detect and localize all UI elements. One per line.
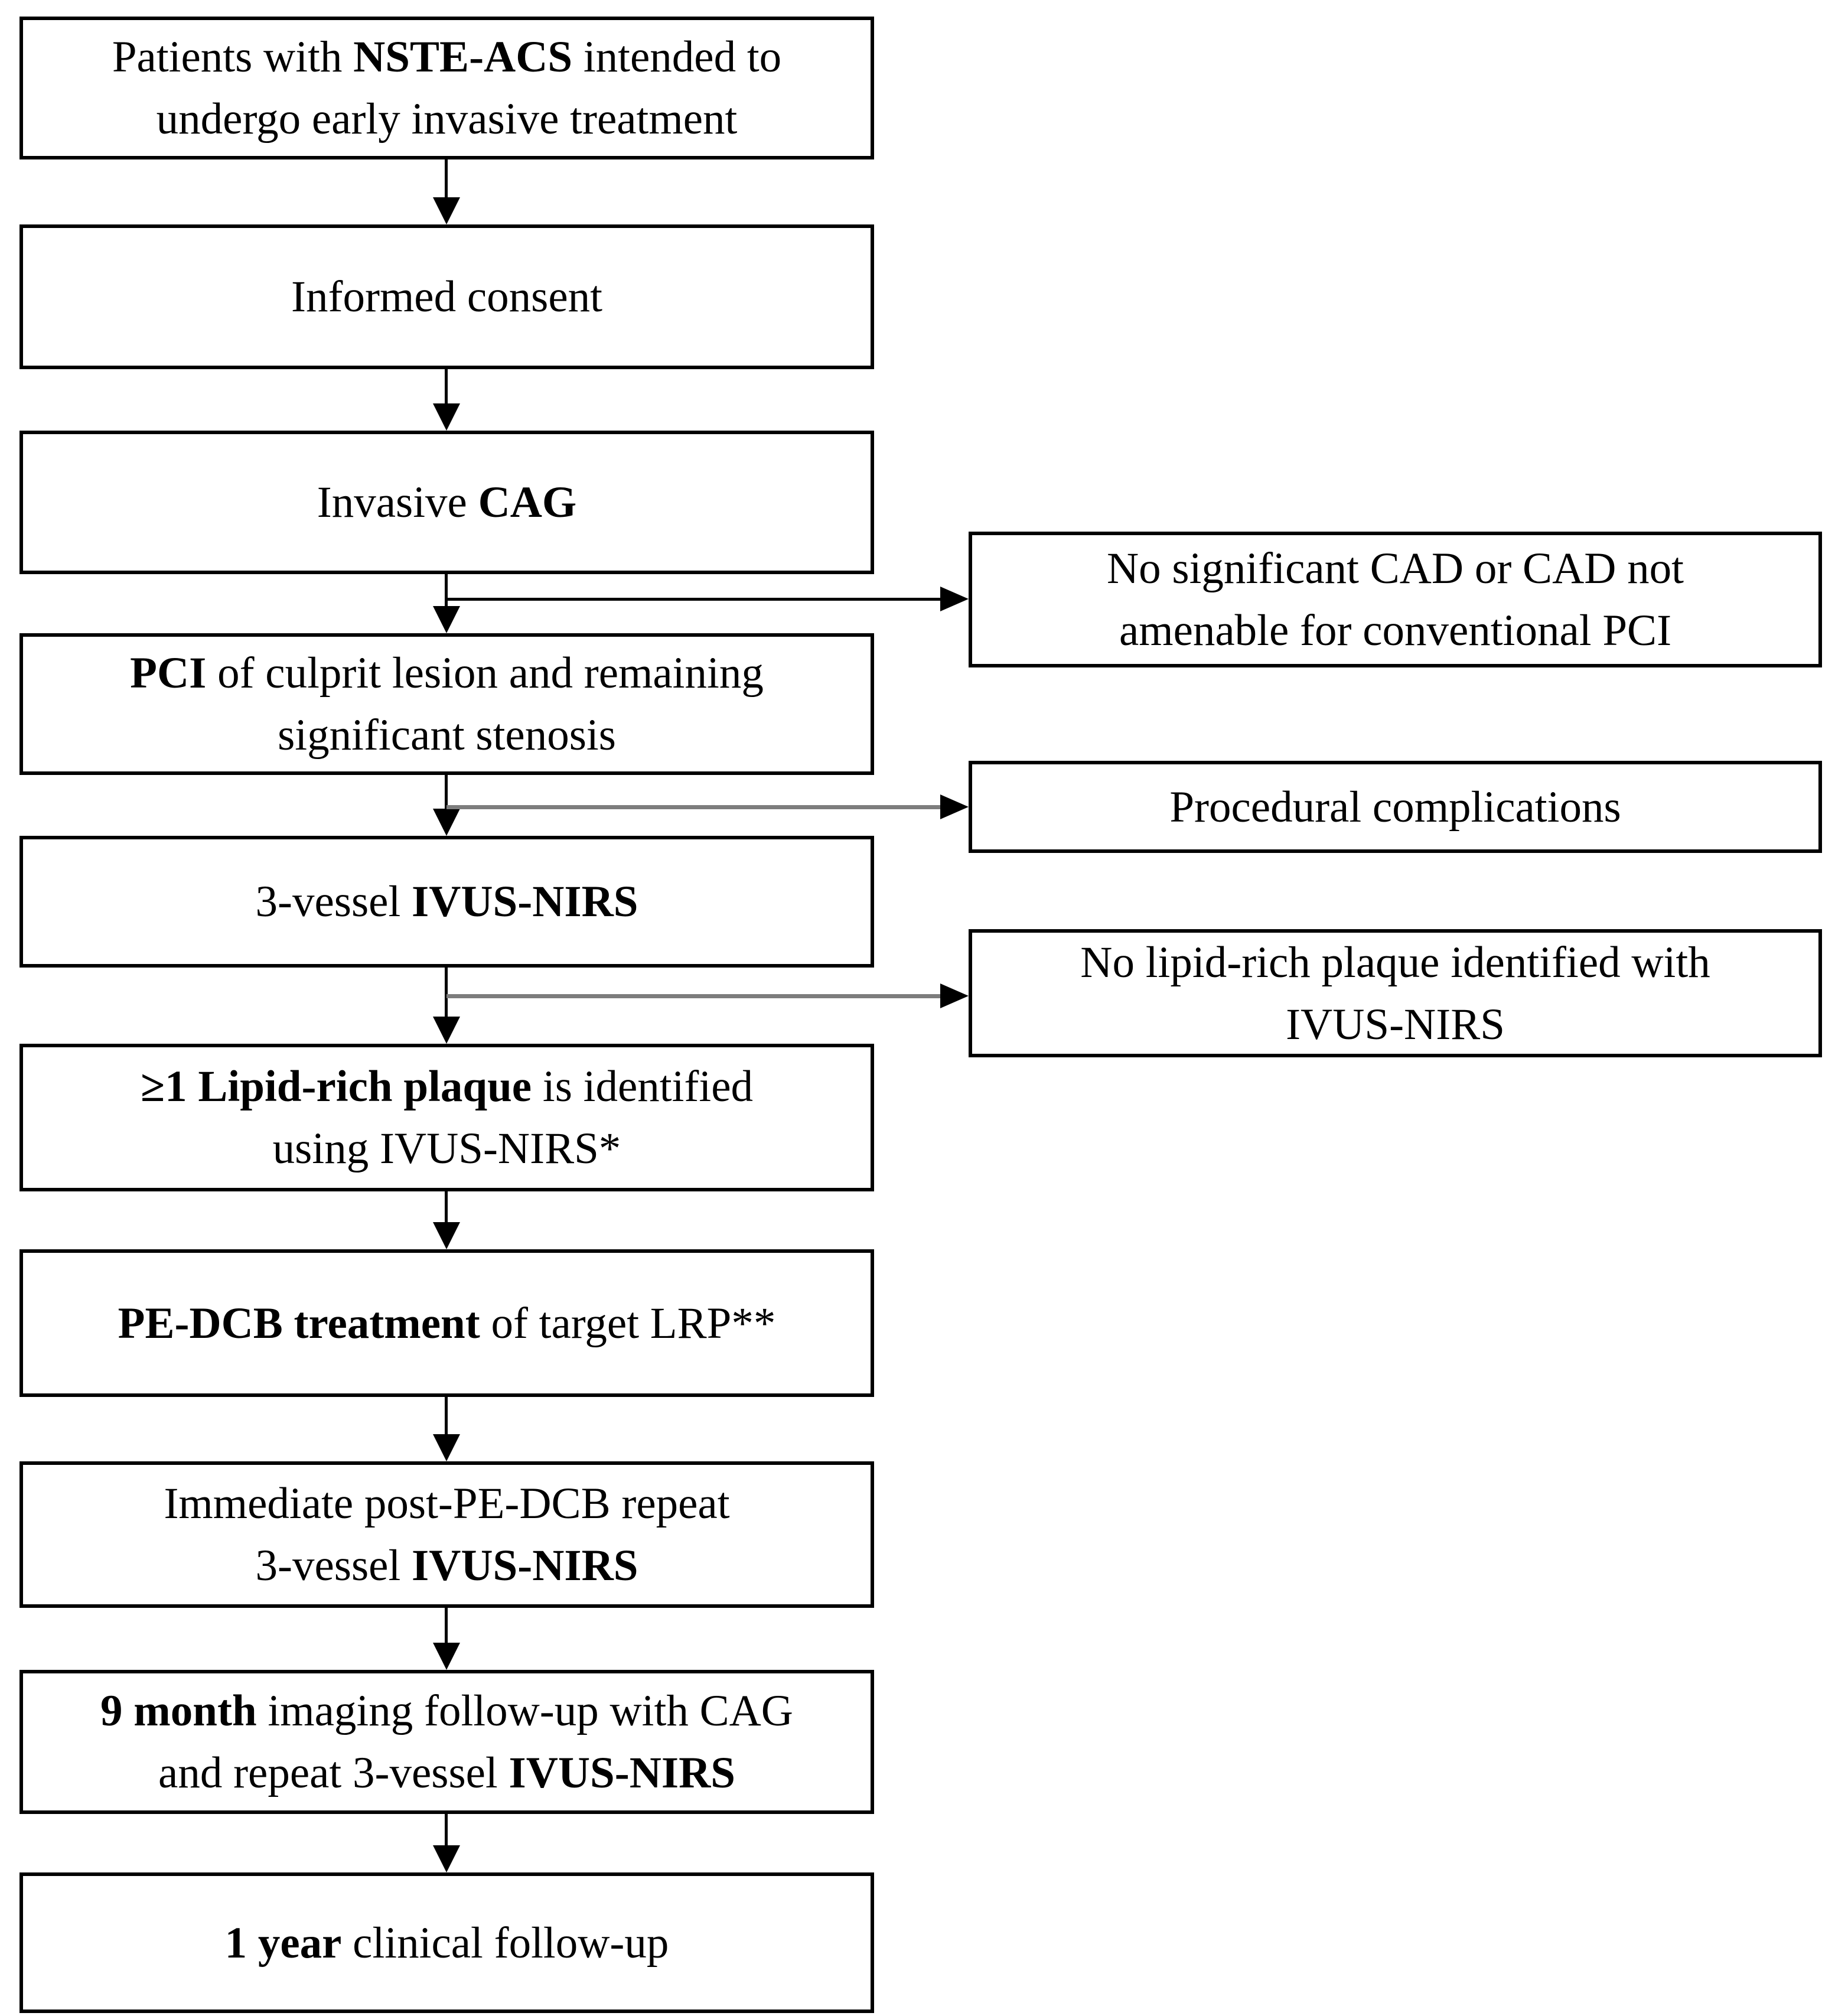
text-segment-bold: PE-DCB treatment [118,1298,480,1348]
node-no-lipid-rich-plaque: No lipid-rich plaque identified with IVU… [969,929,1822,1057]
text-line: undergo early invasive treatment [157,88,738,150]
connector-consent-to-cag [445,369,448,403]
text-segment: 3-vessel [255,877,412,926]
arrow-right-icon [940,794,969,819]
text-segment-bold: 9 month [100,1686,257,1735]
text-segment: undergo early invasive treatment [156,95,738,144]
branch-to-no-significant-cad [446,598,940,601]
node-pe-dcb-treatment: PE-DCB treatment of target LRP** [19,1249,874,1397]
node-informed-consent: Informed consent [19,224,874,369]
text-segment-bold: PCI [130,649,207,698]
connector-patients-to-consent [445,159,448,197]
node-patients-nste-acs: Patients with NSTE-ACS intended to under… [19,17,874,159]
text-segment-bold: NSTE-ACS [353,32,573,82]
text-segment: of culprit lesion and remaining [206,649,764,698]
text-segment: IVUS-NIRS [1286,999,1505,1049]
text-segment: and repeat 3-vessel [158,1748,509,1797]
branch-to-procedural-complications [446,805,940,809]
arrow-down-icon [433,606,460,633]
text-line: 9 month imaging follow-up with CAG [100,1680,793,1742]
text-segment-bold: ≥1 Lipid-rich plaque [140,1062,532,1111]
node-pci-culprit-lesion: PCI of culprit lesion and remaining sign… [19,633,874,775]
text-segment: 3-vessel [255,1541,412,1590]
arrow-down-icon [433,197,460,224]
connector-pci-to-ivus [445,775,448,809]
connector-repeat-to-9month [445,1608,448,1643]
node-procedural-complications: Procedural complications [969,761,1822,853]
arrow-down-icon [433,809,460,836]
text-line: IVUS-NIRS [1286,994,1505,1056]
text-line: No lipid-rich plaque identified with [1080,932,1710,994]
connector-9month-to-1year [445,1814,448,1845]
text-segment: using IVUS-NIRS* [272,1124,621,1173]
branch-to-no-lipid-rich-plaque [446,994,940,998]
text-line: using IVUS-NIRS* [273,1118,621,1180]
text-segment-bold: IVUS-NIRS [509,1748,735,1797]
text-line: 3-vessel IVUS-NIRS [256,1535,638,1597]
text-segment-bold: 1 year [224,1918,342,1968]
text-segment: Invasive [317,478,478,527]
text-segment: Patients with [112,32,354,82]
text-line: and repeat 3-vessel IVUS-NIRS [158,1742,735,1804]
text-line: 1 year clinical follow-up [225,1912,669,1974]
text-line: PCI of culprit lesion and remaining [130,642,764,704]
text-line: 3-vessel IVUS-NIRS [256,871,638,933]
text-segment: significant stenosis [278,711,616,760]
text-segment: Informed consent [291,272,602,321]
node-invasive-cag: Invasive CAG [19,431,874,574]
node-3-vessel-ivus-nirs: 3-vessel IVUS-NIRS [19,836,874,968]
connector-pedcb-to-repeat [445,1397,448,1434]
text-segment: No significant CAD or CAD not [1106,544,1684,593]
connector-cag-to-pci [445,574,448,606]
arrow-down-icon [433,1222,460,1249]
text-segment-bold: IVUS-NIRS [412,877,638,926]
text-line: Procedural complications [1169,776,1621,838]
node-no-significant-cad: No significant CAD or CAD not amenable f… [969,532,1822,667]
text-line: Immediate post-PE-DCB repeat [164,1473,729,1535]
connector-ivus-to-lrp [445,968,448,1017]
text-segment: of target LRP** [480,1298,776,1348]
text-segment: is identified [532,1062,754,1111]
arrow-down-icon [433,1434,460,1461]
text-segment-bold: IVUS-NIRS [412,1541,638,1590]
node-post-pe-dcb-repeat: Immediate post-PE-DCB repeat 3-vessel IV… [19,1461,874,1608]
text-segment: amenable for conventional PCI [1119,606,1672,655]
text-segment: Procedural complications [1169,782,1621,832]
arrow-down-icon [433,1845,460,1872]
node-1-year-followup: 1 year clinical follow-up [19,1872,874,2013]
text-segment-bold: CAG [478,478,577,527]
text-segment: Immediate post-PE-DCB repeat [164,1479,730,1528]
text-line: Patients with NSTE-ACS intended to [112,26,781,88]
text-line: Invasive CAG [317,471,577,533]
arrow-down-icon [433,403,460,431]
text-line: No significant CAD or CAD not [1107,538,1684,600]
text-segment: No lipid-rich plaque identified with [1080,937,1710,987]
text-line: amenable for conventional PCI [1119,600,1671,662]
text-segment: clinical follow-up [341,1918,669,1968]
node-9-month-followup: 9 month imaging follow-up with CAG and r… [19,1670,874,1814]
arrow-down-icon [433,1017,460,1044]
text-line: Informed consent [291,266,602,328]
text-line: significant stenosis [278,704,616,766]
text-segment: imaging follow-up with CAG [256,1686,793,1735]
node-lipid-rich-plaque-identified: ≥1 Lipid-rich plaque is identified using… [19,1044,874,1191]
text-line: ≥1 Lipid-rich plaque is identified [141,1056,753,1118]
arrow-down-icon [433,1643,460,1670]
arrow-right-icon [940,983,969,1008]
text-line: PE-DCB treatment of target LRP** [118,1292,776,1354]
connector-lrp-to-pedcb [445,1191,448,1222]
arrow-right-icon [940,587,969,611]
text-segment: intended to [572,32,782,82]
